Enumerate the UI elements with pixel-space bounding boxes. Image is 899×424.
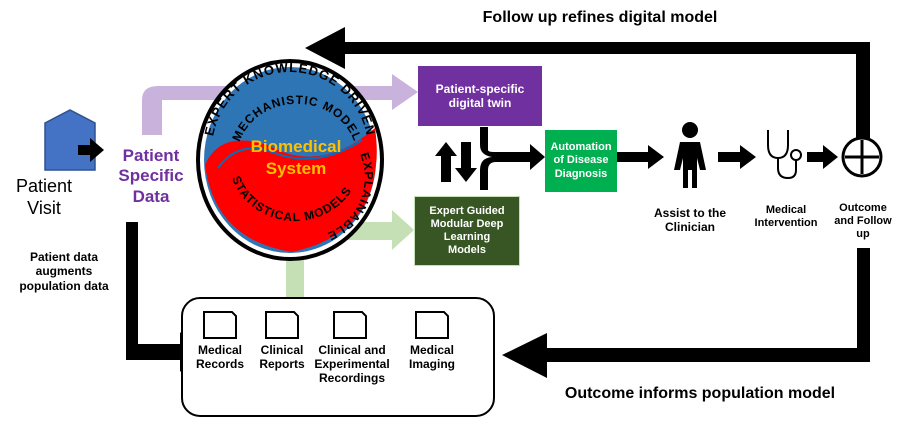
- document-icon: [415, 311, 449, 339]
- biomedical-center-line1: Biomedical: [251, 137, 342, 156]
- merge-connector: [480, 127, 545, 190]
- document-icon: [265, 311, 299, 339]
- feedback-loop-top: [305, 27, 870, 148]
- clinician-to-intervention-arrow: [718, 145, 756, 169]
- document-icon: [333, 311, 367, 339]
- bottom-feedback-title: Outcome informs population model: [564, 385, 836, 402]
- clinician-person-icon: [674, 122, 706, 188]
- biomedical-center-line2: System: [266, 159, 326, 178]
- visit-to-data-arrow: [78, 138, 104, 162]
- document-icon: [203, 311, 237, 339]
- feedback-loop-bottom: [502, 248, 870, 378]
- patient-visit-house-icon: [44, 109, 96, 171]
- bidirectional-arrow: [435, 142, 477, 182]
- stethoscope-icon: [767, 130, 802, 180]
- patient-data-down-arrow: [126, 222, 198, 372]
- automation-to-clinician-arrow: [617, 145, 664, 169]
- top-feedback-title: Follow up refines digital model: [482, 9, 718, 26]
- biomedical-system-circle: [196, 59, 384, 261]
- outcome-plus-icon: [841, 136, 883, 178]
- intervention-to-outcome-arrow: [807, 145, 838, 169]
